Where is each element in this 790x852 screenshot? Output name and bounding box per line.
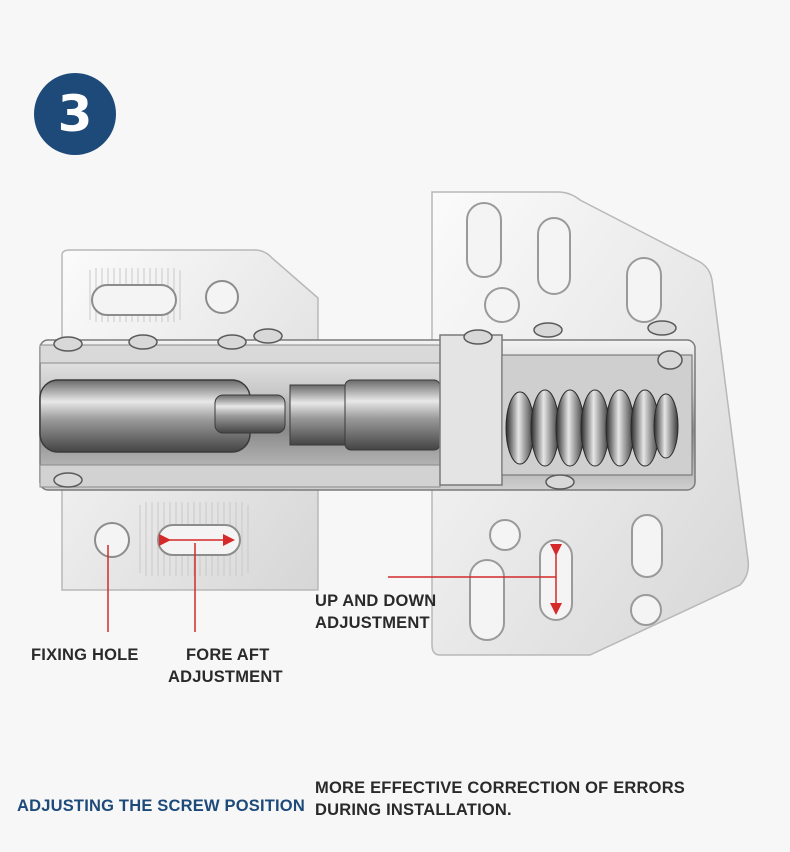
up-down-label: UP AND DOWN ADJUSTMENT: [315, 590, 436, 634]
fore-aft-line-2: ADJUSTMENT: [168, 668, 283, 686]
footer-description-line-2: DURING INSTALLATION.: [315, 801, 512, 819]
up-down-line-1: UP AND DOWN: [315, 592, 437, 610]
step-number: 3: [57, 85, 93, 143]
footer-description: MORE EFFECTIVE CORRECTION OF ERRORS DURI…: [315, 777, 685, 821]
footer-title: ADJUSTING THE SCREW POSITION: [17, 797, 305, 815]
fixing-hole-label: FIXING HOLE: [31, 646, 139, 664]
footer-description-line-1: MORE EFFECTIVE CORRECTION OF ERRORS: [315, 779, 686, 797]
step-number-badge: 3: [34, 73, 116, 155]
up-down-line-2: ADJUSTMENT: [315, 614, 430, 632]
fore-aft-label: FORE AFT ADJUSTMENT: [168, 644, 283, 688]
fore-aft-line-1: FORE AFT: [186, 646, 270, 664]
